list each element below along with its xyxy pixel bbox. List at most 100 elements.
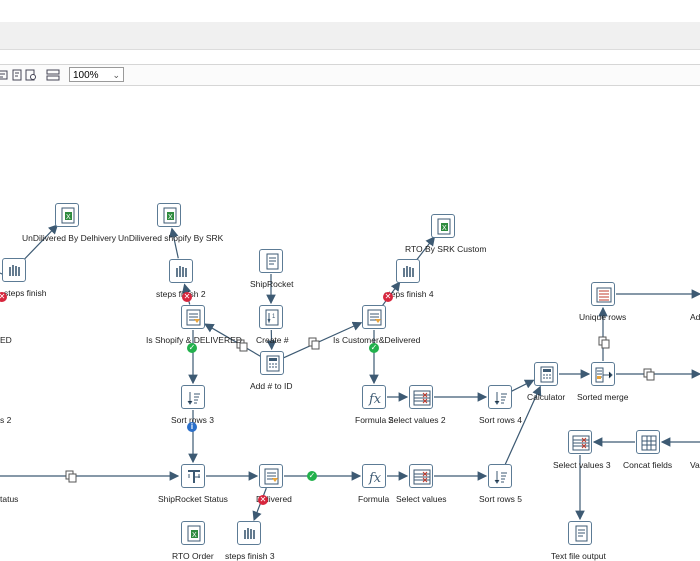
step-label: steps finish 2: [156, 289, 206, 299]
step-label: UnDilivered shopify By SRK: [118, 233, 223, 243]
sort-rows-icon: [489, 386, 513, 410]
filter-rows-icon: [260, 465, 284, 489]
svg-text:1: 1: [272, 314, 276, 320]
script-icon[interactable]: [10, 68, 24, 82]
blocking-step-icon: [170, 260, 194, 284]
sorted-merge-icon: [592, 363, 616, 387]
true-result-icon: ✓: [307, 471, 317, 481]
step-label: Unique rows: [579, 312, 626, 322]
copy-rows-icon: [66, 471, 76, 482]
step-label: s 2: [0, 415, 11, 425]
step-steps-finish-left[interactable]: [2, 258, 26, 282]
svg-text:X: X: [442, 225, 447, 232]
sort-rows-icon: [182, 386, 206, 410]
transformation-canvas[interactable]: X UnDilivered By Delhivery X UnDilivered sh…: [0, 85, 700, 525]
excel-output-icon: X: [56, 204, 80, 228]
step-undelivered-delhivery[interactable]: X: [55, 203, 79, 227]
copy-rows-icon: [599, 337, 609, 348]
step-label: Concat fields: [623, 460, 672, 470]
error-hop-icon: ✕: [258, 495, 268, 505]
step-formula[interactable]: fx: [362, 464, 386, 488]
svg-text:X: X: [192, 532, 197, 539]
step-label: Text file output: [551, 551, 606, 561]
step-label: Sort rows 4: [479, 415, 522, 425]
formula-icon: fx: [363, 386, 387, 410]
step-add-hash-to-id[interactable]: [260, 351, 284, 375]
filter-rows-icon: [363, 306, 387, 330]
step-label: ShipRocket: [250, 279, 293, 289]
hop: [512, 380, 534, 391]
step-sort-rows-4[interactable]: [488, 385, 512, 409]
step-label: Sorted merge: [577, 392, 629, 402]
true-result-icon: ✓: [369, 343, 379, 353]
step-label: Add # to ID: [250, 381, 293, 391]
chevron-down-icon: ⌄: [112, 68, 120, 83]
step-label: UnDilivered By Delhivery: [22, 233, 116, 243]
add-sequence-icon: 1: [260, 306, 284, 330]
step-select-values-2[interactable]: [409, 385, 433, 409]
info-icon: i: [187, 422, 197, 432]
step-sort-rows-5[interactable]: [488, 464, 512, 488]
blocking-step-icon: [238, 522, 262, 546]
step-label: tatus: [0, 494, 18, 504]
calculator-icon: [261, 352, 285, 376]
true-result-icon: ✓: [187, 343, 197, 353]
canvas-toolbar: 100% ⌄: [0, 64, 700, 86]
zoom-select[interactable]: 100% ⌄: [69, 67, 124, 82]
unique-rows-icon: [592, 283, 616, 307]
step-delivered[interactable]: [259, 464, 283, 488]
step-select-values[interactable]: [409, 464, 433, 488]
svg-text:X: X: [66, 214, 71, 221]
step-shiprocket[interactable]: [259, 249, 283, 273]
svg-text:fx: fx: [368, 471, 382, 486]
formula-icon: fx: [363, 465, 387, 489]
step-label: steps finish 3: [225, 551, 275, 561]
step-rto-srk-custom[interactable]: X: [431, 214, 455, 238]
step-steps-finish-2[interactable]: [169, 259, 193, 283]
blocking-step-icon: [3, 259, 27, 283]
step-label: Sort rows 5: [479, 494, 522, 504]
step-is-shopify-delivered[interactable]: [181, 305, 205, 329]
step-label: Select values 3: [553, 460, 611, 470]
grid-icon[interactable]: [46, 68, 60, 82]
error-hop-icon: ✕: [182, 292, 192, 302]
step-label: Select values 2: [388, 415, 446, 425]
excel-output-icon: X: [182, 522, 206, 546]
blocking-step-icon: [397, 260, 421, 284]
step-label: RTO Order: [172, 551, 214, 561]
step-label: steps finish: [4, 288, 47, 298]
step-select-values-3[interactable]: [568, 430, 592, 454]
step-sort-rows-3[interactable]: [181, 385, 205, 409]
step-undelivered-shopify-srk[interactable]: X: [157, 203, 181, 227]
select-values-icon: [569, 431, 593, 455]
step-steps-finish-4[interactable]: [396, 259, 420, 283]
step-label: Va: [690, 460, 700, 470]
excel-output-icon: X: [432, 215, 456, 239]
step-label: ShipRocket Status: [158, 494, 228, 504]
search-doc-icon[interactable]: [24, 68, 38, 82]
step-is-customer-delivered[interactable]: [362, 305, 386, 329]
step-label: Create #: [256, 335, 289, 345]
select-values-icon: [410, 465, 434, 489]
step-label: Ad: [690, 312, 700, 322]
select-values-icon: [410, 386, 434, 410]
step-calculator[interactable]: [534, 362, 558, 386]
svg-text:X: X: [168, 214, 173, 221]
step-shiprocket-status[interactable]: [181, 464, 205, 488]
step-sorted-merge[interactable]: [591, 362, 615, 386]
file-input-icon: [260, 250, 284, 274]
excel-output-icon: X: [158, 204, 182, 228]
calculator-icon: [535, 363, 559, 387]
step-label: ED: [0, 335, 12, 345]
step-label: RTO By SRK Custom: [405, 244, 486, 254]
title-bar: [0, 0, 700, 22]
step-unique-rows[interactable]: [591, 282, 615, 306]
menu-band: [0, 22, 700, 50]
step-formula-2[interactable]: fx: [362, 385, 386, 409]
text-file-output-icon: [569, 522, 593, 546]
step-create-hash[interactable]: 1: [259, 305, 283, 329]
step-label: Formula: [358, 494, 389, 504]
step-concat-fields[interactable]: [636, 430, 660, 454]
error-hop-icon: ✕: [383, 292, 393, 302]
align-icon[interactable]: [0, 68, 10, 82]
